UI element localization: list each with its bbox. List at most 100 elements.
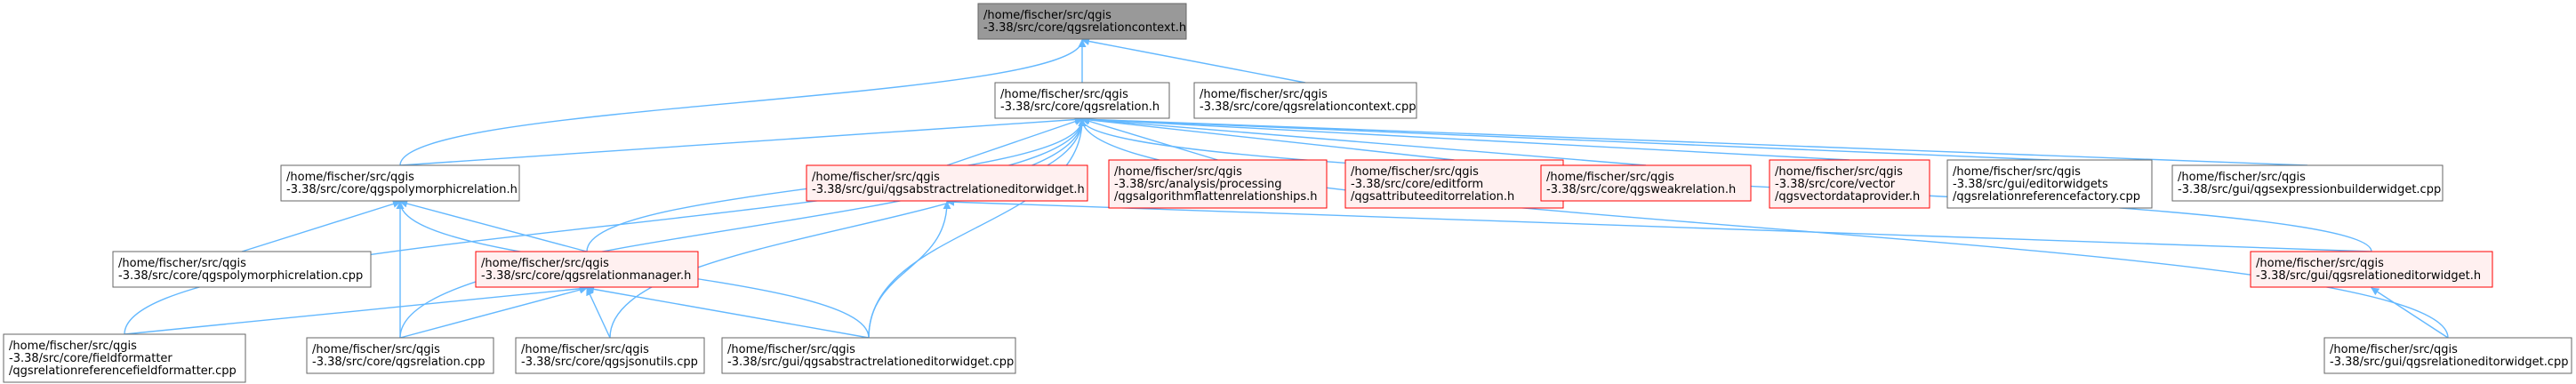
dependency-edge xyxy=(1081,115,2308,166)
node-label-line: -3.38/src/core/qgsjsonutils.cpp xyxy=(521,356,698,369)
graph-node-manager-h[interactable]: /home/fischer/src/qgis-3.38/src/core/qgs… xyxy=(475,251,699,288)
dependency-edge xyxy=(1081,115,1850,161)
node-box xyxy=(1769,159,1930,209)
dependency-edge xyxy=(399,39,1087,166)
node-label-line: -3.38/src/core/editform xyxy=(1351,178,1483,191)
node-label-line: /home/fischer/src/qgis xyxy=(1953,165,2081,179)
node-box xyxy=(994,82,1170,119)
node-label-line: /home/fischer/src/qgis xyxy=(2178,171,2306,184)
node-label-line: /home/fischer/src/qgis xyxy=(2256,257,2384,270)
node-label-line: /home/fischer/src/qgis xyxy=(1351,165,1479,179)
node-label-line: -3.38/src/gui/qgsrelationeditorwidget.cp… xyxy=(2330,356,2569,369)
node-label-line: /qgsvectordataprovider.h xyxy=(1775,190,1920,204)
node-label-line: -3.38/src/core/qgspolymorphicrelation.h xyxy=(286,183,518,196)
node-label-line: -3.38/src/core/qgsrelationcontext.h xyxy=(983,21,1186,35)
node-box xyxy=(112,251,372,288)
graph-node-poly-cpp[interactable]: /home/fischer/src/qgis-3.38/src/core/qgs… xyxy=(112,251,372,288)
graph-node-poly-h[interactable]: /home/fischer/src/qgis-3.38/src/core/qgs… xyxy=(280,164,520,202)
node-label-line: -3.38/src/core/qgsrelation.h xyxy=(1000,100,1160,114)
graph-node-context-cpp[interactable]: /home/fischer/src/qgis-3.38/src/core/qgs… xyxy=(1193,82,1417,119)
node-label-line: /home/fischer/src/qgis xyxy=(1114,165,1242,179)
node-label-line: /home/fischer/src/qgis xyxy=(118,257,246,270)
node-label-line: /home/fischer/src/qgis xyxy=(521,343,649,356)
node-box xyxy=(1108,159,1328,209)
node-label-line: -3.38/src/gui/qgsabstractrelationeditorw… xyxy=(812,183,1085,196)
node-label-line: -3.38/src/gui/qgsexpressionbuilderwidget… xyxy=(2178,183,2441,196)
graph-node-flatten-h[interactable]: /home/fischer/src/qgis-3.38/src/analysis… xyxy=(1108,159,1328,209)
node-label-line: /home/fischer/src/qgis xyxy=(727,343,855,356)
node-box xyxy=(1193,82,1417,119)
node-box xyxy=(1946,159,2153,209)
dependency-edge xyxy=(399,199,588,252)
graph-node-abs-editor-h[interactable]: /home/fischer/src/qgis-3.38/src/gui/qgsa… xyxy=(806,164,1088,202)
node-label-line: /home/fischer/src/qgis xyxy=(983,9,1111,22)
dependency-edge xyxy=(2371,287,2449,339)
graph-node-editor-widget-cpp[interactable]: /home/fischer/src/qgis-3.38/src/gui/qgsr… xyxy=(2323,337,2572,374)
node-box xyxy=(806,164,1088,202)
dependency-edge xyxy=(1081,117,1218,161)
node-box xyxy=(977,3,1187,40)
graph-node-weak-h[interactable]: /home/fischer/src/qgis-3.38/src/core/qgs… xyxy=(1540,164,1752,202)
node-label-line: -3.38/src/core/qgsweakrelation.h xyxy=(1546,183,1736,196)
node-box xyxy=(2323,337,2572,374)
node-label-line: /home/fischer/src/qgis xyxy=(1200,88,1328,101)
node-label-line: /home/fischer/src/qgis xyxy=(1546,171,1674,184)
dependency-edge xyxy=(399,285,588,339)
graph-node-editor-widget-h[interactable]: /home/fischer/src/qgis-3.38/src/gui/qgsr… xyxy=(2250,251,2493,288)
graph-node-relation-h[interactable]: /home/fischer/src/qgis-3.38/src/core/qgs… xyxy=(994,82,1170,119)
node-box xyxy=(280,164,520,202)
node-label-line: /home/fischer/src/qgis xyxy=(812,171,940,184)
node-label-line: /qgsrelationreferencefactory.cpp xyxy=(1953,190,2140,204)
node-label-line: -3.38/src/core/qgsrelationmanager.h xyxy=(481,269,691,283)
dependency-edge xyxy=(868,118,1087,339)
dependency-edge xyxy=(1078,118,2449,339)
dependency-edge xyxy=(124,284,588,335)
node-label-line: -3.38/src/core/qgsrelation.cpp xyxy=(312,356,486,369)
node-label-line: /qgsrelationreferencefieldformatter.cpp xyxy=(9,364,237,378)
node-box xyxy=(306,337,494,374)
dependency-edge xyxy=(124,118,1087,335)
node-box xyxy=(2171,164,2444,202)
dependency-edge xyxy=(1081,116,1455,161)
dependency-edge xyxy=(586,284,870,339)
node-label-line: /home/fischer/src/qgis xyxy=(1775,165,1903,179)
node-box xyxy=(721,337,1016,374)
dependency-edge xyxy=(1081,116,1647,166)
node-box xyxy=(515,337,705,374)
dependency-edge xyxy=(399,116,1083,166)
dependency-edge xyxy=(1081,37,1306,84)
dependency-edge xyxy=(399,118,1087,339)
graph-node-context-h[interactable]: /home/fischer/src/qgis-3.38/src/core/qgs… xyxy=(977,3,1187,40)
node-box xyxy=(1344,159,1564,209)
graph-node-fieldformatter-cpp[interactable]: /home/fischer/src/qgis-3.38/src/core/fie… xyxy=(3,333,246,383)
graph-node-vdp-h[interactable]: /home/fischer/src/qgis-3.38/src/core/vec… xyxy=(1769,159,1930,209)
node-label-line: -3.38/src/gui/qgsabstractrelationeditorw… xyxy=(727,356,1014,369)
node-label-line: /home/fischer/src/qgis xyxy=(481,257,609,270)
node-label-line: /home/fischer/src/qgis xyxy=(9,340,137,353)
graph-node-relation-cpp[interactable]: /home/fischer/src/qgis-3.38/src/core/qgs… xyxy=(306,337,494,374)
dependency-edge xyxy=(1081,115,2050,161)
graph-node-ref-factory-cpp[interactable]: /home/fischer/src/qgis-3.38/src/gui/edit… xyxy=(1946,159,2153,209)
node-label-line: -3.38/src/core/qgspolymorphicrelation.cp… xyxy=(118,269,363,283)
dependency-edge xyxy=(586,287,611,339)
node-box xyxy=(2250,251,2493,288)
dependency-edge xyxy=(946,197,2372,252)
node-box xyxy=(3,333,246,383)
node-label-line: -3.38/src/gui/editorwidgets xyxy=(1953,178,2108,191)
node-box xyxy=(475,251,699,288)
graph-node-expr-builder-cpp[interactable]: /home/fischer/src/qgis-3.38/src/gui/qgse… xyxy=(2171,164,2444,202)
dependency-edge xyxy=(241,200,401,252)
graph-node-abs-editor-cpp[interactable]: /home/fischer/src/qgis-3.38/src/gui/qgsa… xyxy=(721,337,1016,374)
node-label-line: /home/fischer/src/qgis xyxy=(312,343,440,356)
node-label-line: /home/fischer/src/qgis xyxy=(2330,343,2458,356)
node-label-line: -3.38/src/core/vector xyxy=(1775,178,1896,191)
graph-node-attr-editor-h[interactable]: /home/fischer/src/qgis-3.38/src/core/edi… xyxy=(1344,159,1564,209)
dependency-edge xyxy=(868,201,951,339)
node-label-line: /qgsattributeeditorrelation.h xyxy=(1351,190,1514,204)
dependency-edge xyxy=(946,117,1083,166)
graph-node-jsonutils-cpp[interactable]: /home/fischer/src/qgis-3.38/src/core/qgs… xyxy=(515,337,705,374)
node-label-line: -3.38/src/core/qgsrelationcontext.cpp xyxy=(1200,100,1416,114)
node-label-line: -3.38/src/core/fieldformatter xyxy=(9,352,173,365)
node-label-line: /qgsalgorithmflattenrelationships.h xyxy=(1114,190,1318,204)
